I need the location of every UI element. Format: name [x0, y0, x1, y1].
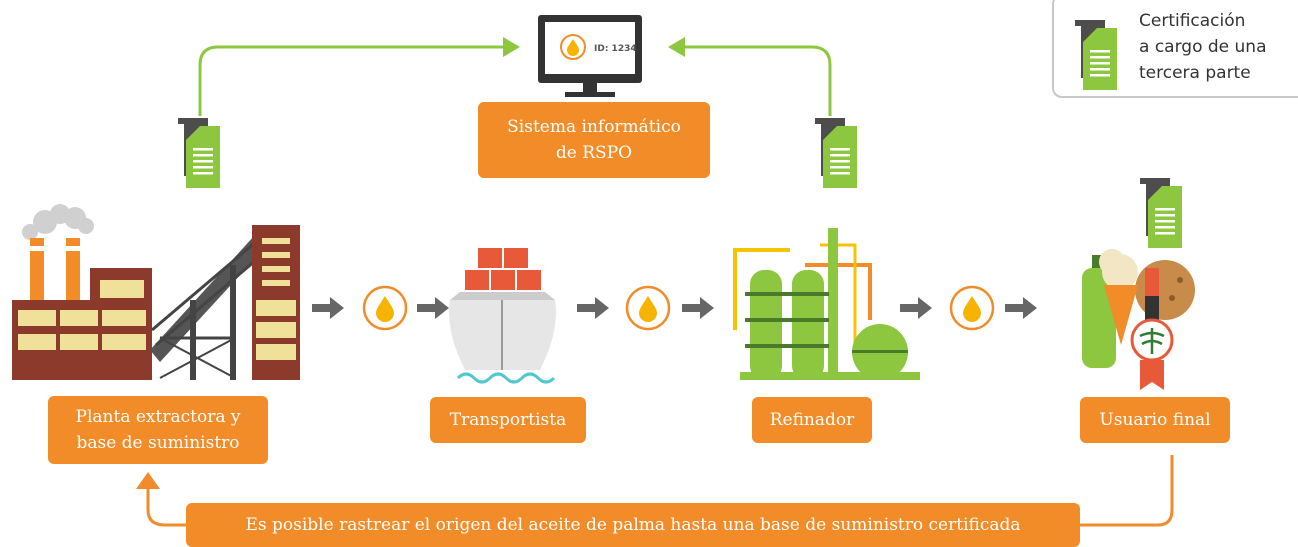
oil-drop-icon [949, 285, 995, 331]
certificate-document-icon [178, 118, 220, 188]
label-transporter: Transportista [430, 397, 586, 443]
label-rspo-system: Sistema informático de RSPO [478, 102, 710, 178]
end-products-icon [1082, 249, 1195, 390]
trace-message: Es posible rastrear el origen del aceite… [186, 503, 1080, 547]
arrow-right-icon [900, 297, 932, 319]
label-mill-line2: base de suministro [76, 433, 240, 453]
legend-line1: Certificación [1139, 11, 1246, 31]
legend-document-icon [1075, 20, 1117, 90]
legend-line2: a cargo de una [1139, 37, 1267, 57]
oil-drop-icon [362, 285, 408, 331]
refinery-icon [733, 228, 920, 380]
label-rspo-system-line2: de RSPO [555, 143, 633, 163]
trace-loop-connector [136, 455, 1174, 527]
arrow-right-icon [312, 297, 344, 319]
arrow-right-icon [1005, 297, 1037, 319]
certificate-document-icon [1140, 178, 1182, 248]
label-rspo-system-line1: Sistema informático [507, 117, 681, 137]
label-mill-line1: Planta extractora y [75, 407, 241, 427]
ship-icon [449, 248, 556, 384]
factory-icon [12, 204, 300, 380]
label-mill: Planta extractora y base de suministro [48, 396, 268, 464]
label-end-user: Usuario final [1080, 397, 1230, 443]
label-refiner: Refinador [752, 397, 872, 443]
monitor-id-text: ID: 1234 [594, 44, 637, 54]
oil-drop-icon [625, 285, 671, 331]
legend-text: Certificación a cargo de una tercera par… [1139, 8, 1289, 86]
legend-line3: tercera parte [1139, 63, 1251, 83]
green-connector-right [668, 37, 832, 116]
certificate-document-icon [815, 118, 857, 188]
green-connector-left [198, 37, 520, 116]
arrow-right-icon [682, 297, 714, 319]
arrow-right-icon [417, 297, 449, 319]
arrow-right-icon [577, 297, 609, 319]
monitor-icon [538, 15, 642, 97]
